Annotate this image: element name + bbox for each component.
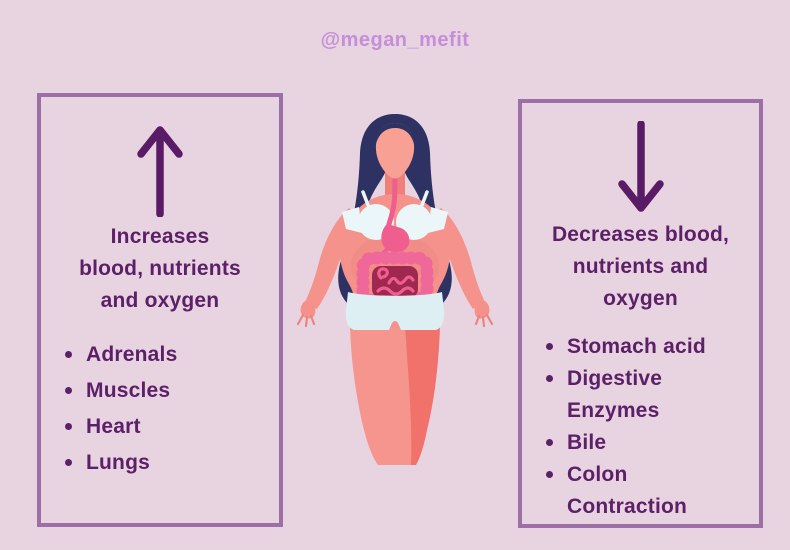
- bullet-dot: [65, 351, 72, 358]
- hairline: [376, 123, 414, 144]
- face: [375, 123, 415, 179]
- list-item: Digestive Enzymes: [546, 363, 753, 427]
- arrow-up-icon: [137, 126, 183, 217]
- list-item: Bile: [546, 427, 753, 459]
- title-line: oxygen: [603, 287, 678, 310]
- title-line: nutrients and: [572, 255, 709, 278]
- decreases-list: Stomach acid Digestive Enzymes Bile Colo…: [522, 331, 759, 523]
- increases-title: Increases blood, nutrients and oxygen: [41, 221, 279, 317]
- title-line: and oxygen: [100, 289, 220, 312]
- bra: [342, 190, 448, 240]
- title-line: blood, nutrients: [79, 257, 241, 280]
- bullet-dot: [546, 471, 553, 478]
- list-item: Muscles: [65, 373, 273, 409]
- list-item: Heart: [65, 409, 273, 445]
- bullet-dot: [546, 439, 553, 446]
- bullet-dot: [65, 387, 72, 394]
- title-line: Increases: [110, 225, 210, 248]
- woman-digestive-illustration: [296, 114, 494, 465]
- bullet-dot: [65, 423, 72, 430]
- bullet-dot: [65, 459, 72, 466]
- decreases-title: Decreases blood, nutrients and oxygen: [522, 219, 759, 315]
- list-item: Stomach acid: [546, 331, 753, 363]
- legs: [350, 326, 440, 465]
- digestive-tract: [356, 171, 434, 302]
- shorts: [345, 292, 445, 330]
- bullet-dot: [546, 343, 553, 350]
- title-line: Decreases blood,: [551, 223, 730, 246]
- decreases-box: Decreases blood, nutrients and oxygen St…: [518, 99, 763, 528]
- increases-box: Increases blood, nutrients and oxygen Ad…: [37, 93, 283, 527]
- arrow-down-icon: [617, 121, 664, 212]
- list-item: Adrenals: [65, 337, 273, 373]
- hair: [338, 114, 452, 309]
- instagram-handle: @megan_mefit: [320, 29, 470, 51]
- bullet-dot: [546, 375, 553, 382]
- list-item: Colon Contraction: [546, 459, 753, 523]
- list-item: Lungs: [65, 445, 273, 481]
- increases-list: Adrenals Muscles Heart Lungs: [41, 337, 279, 481]
